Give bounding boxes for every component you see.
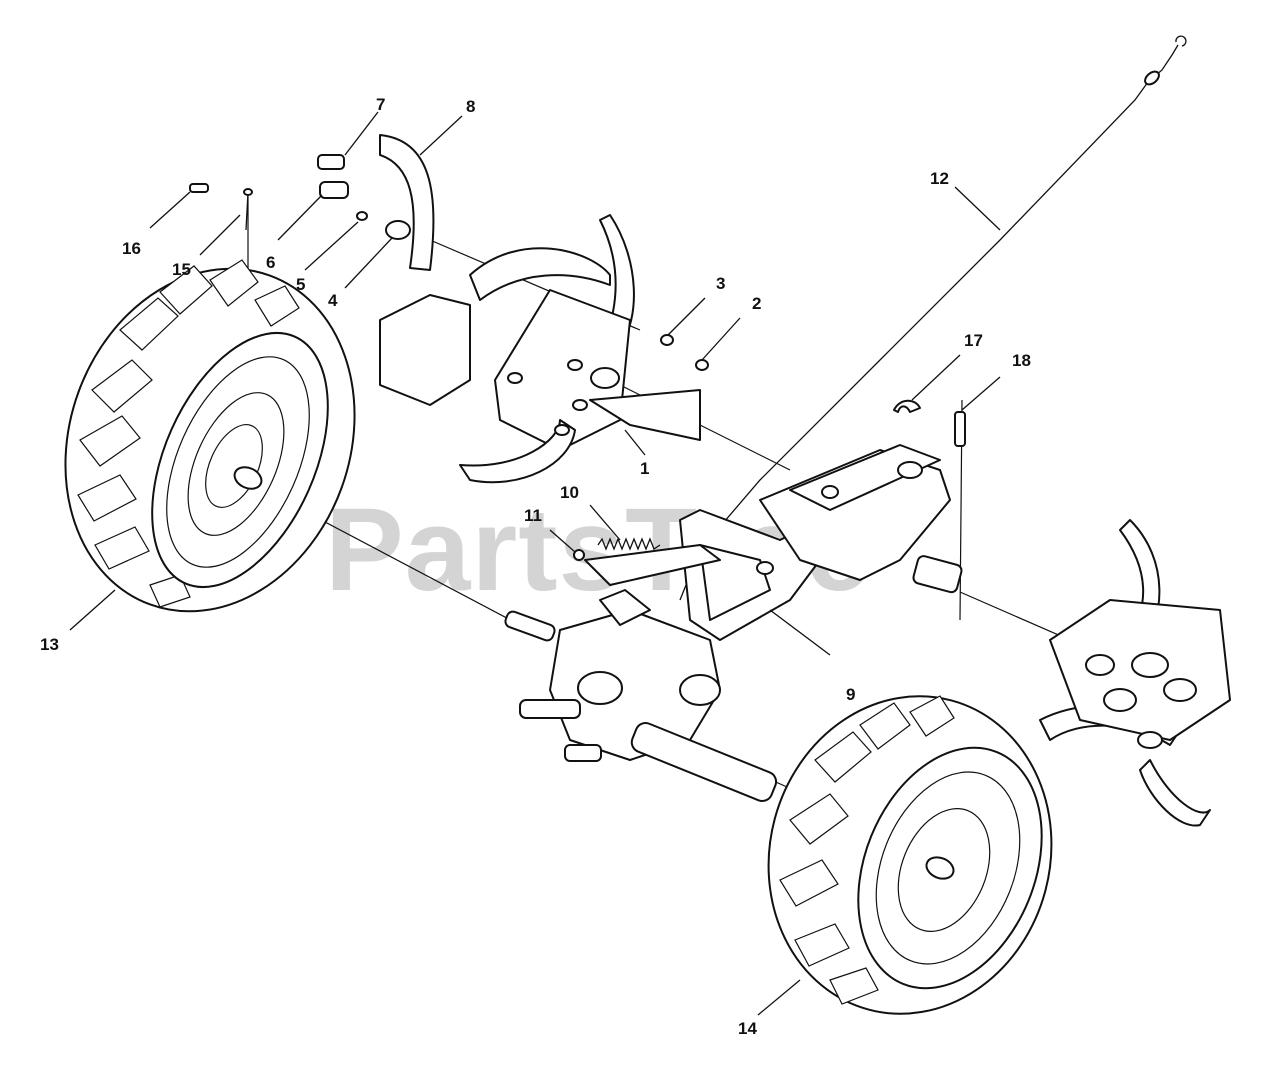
callout-18: 18: [1012, 351, 1031, 370]
callout-5: 5: [296, 275, 305, 294]
callout-14: 14: [738, 1019, 757, 1038]
callout-4: 4: [328, 291, 338, 310]
left-tine-assembly: [189, 134, 709, 484]
leader-lines: [69, 111, 1001, 1016]
callout-10: 10: [560, 483, 579, 502]
callout-17: 17: [964, 331, 983, 350]
right-wheel: [767, 695, 1053, 1015]
callouts: 1 2 3 4 5 6 7 8 9 10 11 12 13 14 15 16 1…: [40, 95, 1031, 1038]
callout-16: 16: [122, 239, 141, 258]
control-cable: [679, 35, 1187, 601]
small-hardware: [243, 188, 966, 561]
callout-6: 6: [266, 253, 275, 272]
callout-15: 15: [172, 260, 191, 279]
callout-13: 13: [40, 635, 59, 654]
right-tine-assembly: [1039, 519, 1231, 827]
callout-8: 8: [466, 97, 475, 116]
callout-9: 9: [846, 685, 855, 704]
callout-7: 7: [376, 95, 385, 114]
callout-12: 12: [930, 169, 949, 188]
callout-3: 3: [716, 274, 725, 293]
callout-1: 1: [640, 459, 649, 478]
callout-2: 2: [752, 294, 761, 313]
callout-11: 11: [524, 506, 542, 525]
transmission-frame: [584, 444, 963, 641]
left-wheel: [64, 259, 356, 613]
gearbox-housing: [504, 589, 778, 802]
